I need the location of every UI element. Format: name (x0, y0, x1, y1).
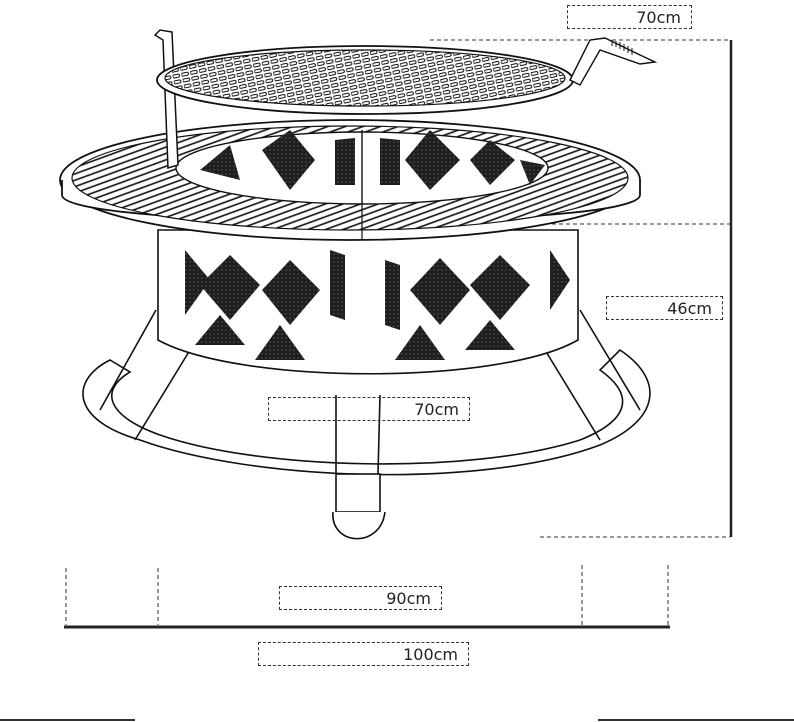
table-ring (59, 119, 641, 241)
fire-bowl (157, 229, 579, 375)
grate-diameter-label: 70cm (567, 5, 692, 29)
bowl-diameter-label: 70cm (268, 397, 470, 421)
cooking-grate (153, 29, 658, 169)
height-label: 46cm (606, 296, 723, 320)
table-diameter-label: 90cm (279, 586, 442, 610)
overall-width-label: 100cm (258, 642, 469, 666)
base-ring (82, 309, 651, 540)
